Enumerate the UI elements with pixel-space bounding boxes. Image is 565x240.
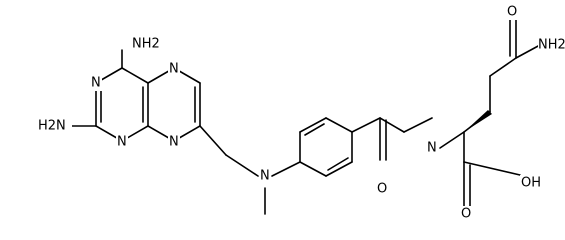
bond — [304, 123, 325, 136]
bond — [439, 131, 465, 149]
atom-labels: NH2 H2N N N N N N N O O OH O NH2 — [38, 4, 565, 222]
bond — [299, 161, 327, 177]
bond — [199, 125, 227, 156]
bond — [299, 117, 327, 133]
atom-label-o-carbonyl: O — [377, 182, 387, 197]
atom-label-n-pteridine: N — [169, 62, 179, 77]
bond — [325, 117, 353, 133]
atom-label-n-amine: N — [260, 169, 270, 184]
atom-label-h2n-left: H2N — [38, 119, 66, 134]
bond — [271, 161, 301, 177]
atom-label-o-acid: O — [461, 207, 471, 222]
bond — [351, 117, 381, 133]
bond — [379, 117, 405, 133]
bond — [515, 44, 541, 59]
bond — [489, 57, 517, 77]
molecule-diagram: NH2 H2N N N N N N N O O OH O NH2 — [38, 4, 565, 222]
atom-label-n-pteridine: N — [91, 76, 101, 91]
bond — [225, 154, 259, 177]
bond — [325, 161, 353, 177]
chemical-structure-canvas: NH2 H2N N N N N N N O O OH O NH2 — [38, 4, 565, 222]
atom-label-nh2-amide: NH2 — [538, 38, 565, 53]
bond — [327, 157, 349, 171]
bond — [403, 117, 433, 133]
atom-label-nh2-top: NH2 — [132, 37, 160, 52]
bond — [121, 67, 149, 84]
bond — [463, 161, 521, 176]
atom-label-n-pteridine: N — [117, 135, 127, 150]
stereo-wedge-bond — [464, 110, 492, 132]
atom-label-n-pteridine: N — [169, 135, 179, 150]
atom-label-oh-acid: OH — [521, 176, 541, 191]
atom-label-n-amide: N — [427, 141, 437, 156]
atom-label-o-amide: O — [507, 5, 517, 20]
